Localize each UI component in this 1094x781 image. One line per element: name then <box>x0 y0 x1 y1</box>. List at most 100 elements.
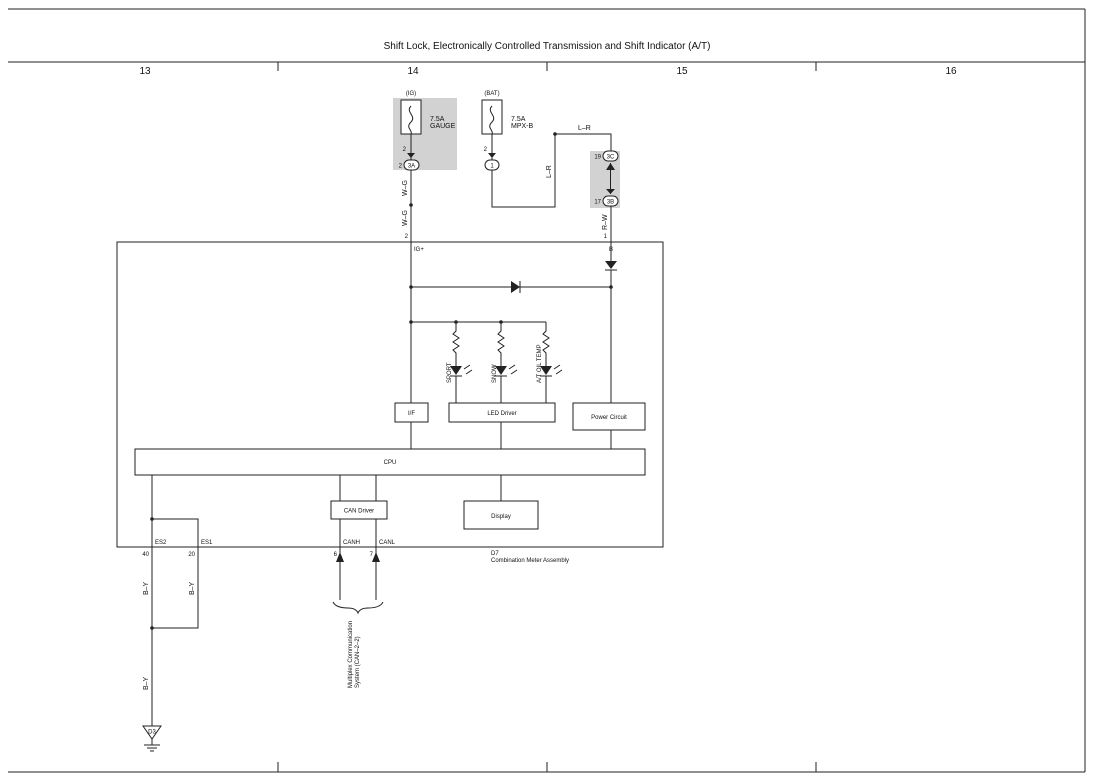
signal-arrow-icon <box>336 552 344 562</box>
led-branch-sport: SPORT <box>447 320 473 403</box>
ground-point-icon <box>142 725 162 740</box>
assembly-name: Combination Meter Assembly <box>491 558 569 564</box>
connector-3c <box>602 150 619 162</box>
resistor-icon <box>452 322 460 366</box>
wire-label: W–G <box>402 180 409 196</box>
block-label: Power Circuit <box>591 415 627 421</box>
power-circuit-block <box>572 402 646 431</box>
wire-junction <box>409 203 413 207</box>
wire-label: B–Y <box>143 676 150 690</box>
combination-meter-assembly-box <box>116 241 664 548</box>
fuse-rating: 7.5A <box>511 116 526 123</box>
wire-label: L–R <box>546 165 553 178</box>
pin-label: ES1 <box>201 540 213 546</box>
led-icon <box>540 366 552 375</box>
multiplex-label-line2: System (CAN–2–2) <box>355 636 361 688</box>
ground-id: D3 <box>148 730 156 736</box>
assembly-id: D7 <box>491 551 499 557</box>
wire-junction <box>409 320 413 324</box>
fuse-rating: 7.5A <box>430 116 445 123</box>
terminal-arrow-icon <box>407 153 415 158</box>
cpu-block <box>134 448 646 476</box>
column-number: 14 <box>407 66 419 77</box>
fuse-source-label: (BAT) <box>484 91 499 97</box>
light-rays-icon <box>553 364 563 375</box>
connector-id: 3C <box>607 155 615 161</box>
fuse-source-label: (IG) <box>406 91 416 97</box>
ground-d3: D3 <box>142 725 162 752</box>
connector-id: 3A <box>408 164 415 170</box>
led-driver-block <box>448 402 556 423</box>
multiplex-label-line1: Multiplex Communication <box>348 621 354 688</box>
wire-label: B–Y <box>189 581 196 595</box>
block-label: I/F <box>408 411 415 417</box>
can-driver-block <box>330 500 388 520</box>
pin-label: CANH <box>343 540 360 546</box>
bus-bracket-icon <box>332 601 384 615</box>
wire-l-r <box>491 133 612 208</box>
block-label: CPU <box>384 460 397 466</box>
pin-number: 7 <box>370 552 374 558</box>
wire-junction <box>553 132 557 136</box>
fuse-name: GAUGE <box>430 123 456 130</box>
led-icon <box>450 366 462 375</box>
pin-number: 1 <box>604 234 608 240</box>
wire-label: B–Y <box>143 581 150 595</box>
wire-junction <box>150 517 154 521</box>
connector-id: 1 <box>490 164 494 170</box>
connector-pin: 17 <box>594 200 601 206</box>
diode-icon <box>511 281 520 293</box>
wire-b-y <box>152 547 199 629</box>
wire-junction <box>409 285 413 289</box>
connector-pin: 2 <box>399 164 403 170</box>
light-rays-icon <box>463 364 473 375</box>
connector-pin: 19 <box>594 155 601 161</box>
led-branch-snow: SNOW <box>492 320 518 403</box>
display-block <box>463 500 539 530</box>
light-rays-icon <box>508 364 518 375</box>
pin-number: 40 <box>142 552 149 558</box>
led-label: A/T OIL TEMP <box>537 344 543 383</box>
led-label: SNOW <box>492 364 498 383</box>
column-number: 15 <box>676 66 688 77</box>
connector-id: 3B <box>607 200 614 206</box>
multiplex-label: Multiplex Communication System (CAN–2–2) <box>348 619 361 688</box>
block-label: Display <box>491 514 511 520</box>
column-ruler: 13 14 15 16 <box>139 62 957 772</box>
wire-label: W–G <box>402 210 409 226</box>
fuse-name: MPX-B <box>511 123 534 130</box>
terminal-arrow-icon <box>488 153 496 158</box>
resistor-icon <box>497 322 505 366</box>
fuse-element-icon <box>408 105 414 135</box>
pin-label: IG+ <box>414 247 424 253</box>
page-title: Shift Lock, Electronically Controlled Tr… <box>384 41 711 52</box>
fuse-mpx-b: (BAT) 7.5A MPX-B 2 1 <box>481 91 534 171</box>
led-label: SPORT <box>447 362 453 383</box>
fuse-body <box>481 99 503 135</box>
signal-arrow-icon <box>372 552 380 562</box>
internal-wire <box>152 518 199 547</box>
wire-junction <box>150 626 154 630</box>
diode-icon <box>605 261 617 269</box>
pin-number: 20 <box>188 552 195 558</box>
wire-label: L–R <box>578 125 591 132</box>
resistor-icon <box>542 322 550 366</box>
block-label: CAN Driver <box>344 509 374 515</box>
wire-junction <box>609 285 613 289</box>
column-number: 13 <box>139 66 151 77</box>
terminal-arrow-icon <box>606 189 615 194</box>
junction-connector: 3C 19 3B 17 <box>594 150 619 207</box>
wire-label: R–W <box>602 214 609 230</box>
led-icon <box>495 366 507 375</box>
pin-number: 2 <box>405 234 409 240</box>
block-label: LED Driver <box>487 411 516 417</box>
column-number: 16 <box>945 66 957 77</box>
pin-label: CANL <box>379 540 396 546</box>
pin-label: ES2 <box>155 540 167 546</box>
fuse-gauge: (IG) 7.5A GAUGE 2 3A 2 <box>399 91 456 171</box>
fuse-body <box>400 99 422 135</box>
fuse-pin: 2 <box>403 147 407 153</box>
fuse-pin: 2 <box>484 147 488 153</box>
pin-number: 6 <box>334 552 338 558</box>
